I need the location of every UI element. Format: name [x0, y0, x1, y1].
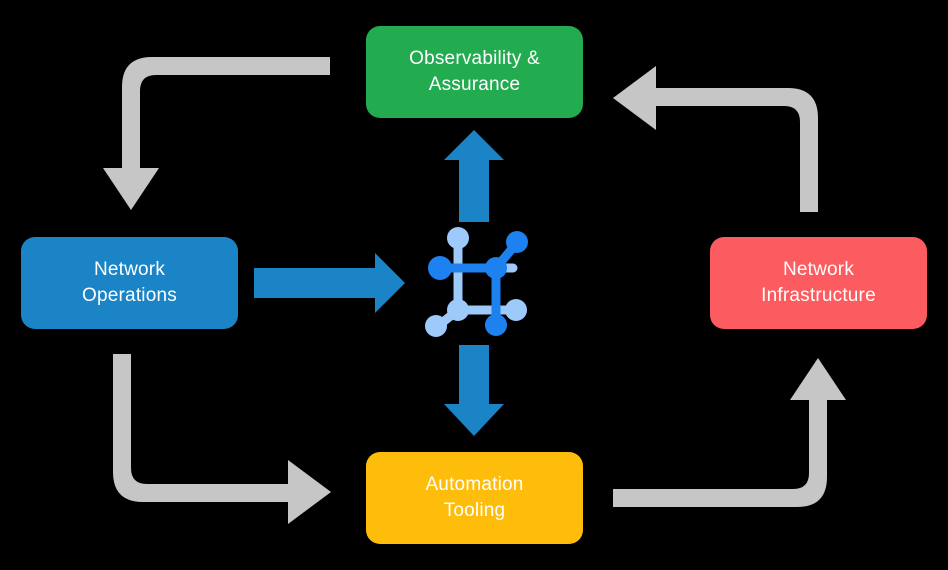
arrow-observability-to-operations — [103, 57, 330, 210]
arrow-infrastructure-to-observability — [613, 66, 818, 212]
arrow-operations-to-center — [254, 253, 405, 313]
node-network-operations[interactable]: Network Operations — [21, 237, 238, 329]
network-mesh-icon — [425, 227, 528, 337]
node-observability-assurance[interactable]: Observability & Assurance — [366, 26, 583, 118]
arrow-operations-to-automation — [113, 354, 331, 524]
arrow-automation-to-infrastructure — [613, 358, 846, 507]
node-automation-tooling[interactable]: Automation Tooling — [366, 452, 583, 544]
arrow-center-to-automation — [444, 345, 504, 436]
arrow-center-to-observability — [444, 130, 504, 222]
node-network-infrastructure[interactable]: Network Infrastructure — [710, 237, 927, 329]
